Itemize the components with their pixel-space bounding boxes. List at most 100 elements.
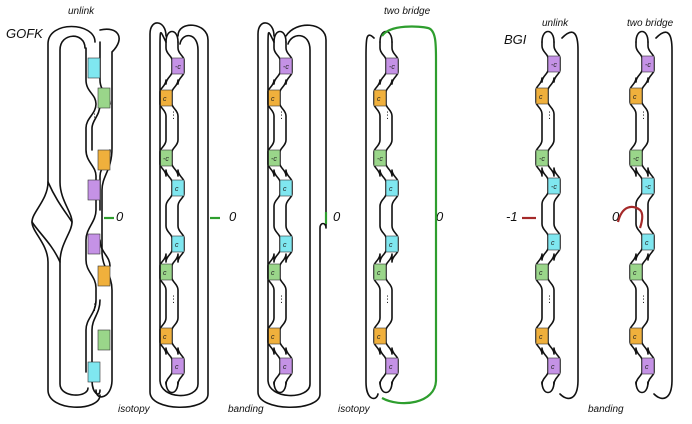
d4-box-label-6: c xyxy=(377,270,381,277)
bgi-two-bridge-label: two bridge xyxy=(627,18,674,29)
b2-right-side xyxy=(641,41,655,385)
d2-dots-1: ⋮ xyxy=(169,111,178,121)
b1-bottom-cap xyxy=(541,381,555,394)
d3-box-8 xyxy=(279,357,293,375)
banding-label-1: banding xyxy=(228,404,264,415)
two-bridge-label: two bridge xyxy=(384,6,431,17)
d2-box-label-6: c xyxy=(163,270,167,277)
isotopy-label-2: isotopy xyxy=(338,404,371,415)
d3-box-label-4: c xyxy=(283,186,287,193)
b2-box-8 xyxy=(641,357,655,375)
d2-box-label-5: c xyxy=(175,242,179,249)
b2-box-label-3: -c xyxy=(633,156,639,163)
d3-box-label-2: c xyxy=(271,96,275,103)
d4-box-6 xyxy=(373,263,387,281)
box-d1-3 xyxy=(97,149,111,171)
d4-box-5 xyxy=(385,235,399,253)
b1-right-strand xyxy=(559,31,579,400)
b1-box-3 xyxy=(535,149,549,167)
b2-top-cap xyxy=(635,30,649,43)
b2-box-label-8: c xyxy=(645,364,649,371)
d4-right-side xyxy=(385,41,399,385)
d3-right-side xyxy=(279,41,293,385)
d4-side-strand xyxy=(365,34,379,400)
d2-box-label-2: c xyxy=(163,96,167,103)
b2-right-strand xyxy=(653,31,673,400)
b1-box-7 xyxy=(535,327,549,345)
d3-box-1 xyxy=(279,57,293,75)
b1-box-4 xyxy=(547,177,561,195)
b1-top-cap xyxy=(541,30,555,43)
box-d1-8 xyxy=(87,361,101,383)
bgi-framing-1: -1 xyxy=(506,209,518,224)
band-red-2 xyxy=(616,205,644,229)
b1-box-label-6: c xyxy=(539,270,543,277)
d3-inner-loop xyxy=(267,31,311,397)
chain-strand-1 xyxy=(85,47,97,373)
d3-left-side xyxy=(267,41,281,385)
cross-strand xyxy=(31,181,73,263)
b2-box-label-4: -c xyxy=(645,184,651,191)
b1-dots-1: ⋮ xyxy=(545,111,554,121)
framing-1: 0 xyxy=(116,209,124,224)
b1-box-label-7: c xyxy=(539,334,543,341)
framing-2: 0 xyxy=(229,209,237,224)
d4-bottom-cap xyxy=(379,381,393,394)
b2-box-label-2: c xyxy=(633,94,637,101)
d4-box-label-2: c xyxy=(377,96,381,103)
d3-outer-loop xyxy=(257,22,327,409)
bgi-banding-label: banding xyxy=(588,404,624,415)
d4-dots-2: ⋮ xyxy=(383,295,392,305)
outer-strand xyxy=(31,25,101,408)
d3-bottom-cap xyxy=(273,381,287,394)
d2-outer-loop xyxy=(149,22,209,409)
dots-d1-1: ⋮ xyxy=(90,113,99,123)
b1-box-label-2: c xyxy=(539,94,543,101)
isotopy-label-1: isotopy xyxy=(118,404,151,415)
b1-left-side xyxy=(535,41,549,385)
b1-dots-2: ⋮ xyxy=(545,295,554,305)
box-d1-1 xyxy=(87,57,101,79)
framing-3: 0 xyxy=(333,209,341,224)
b1-box-2 xyxy=(535,87,549,105)
d2-box-label-1: -c xyxy=(175,64,181,71)
d4-box-label-1: -c xyxy=(389,64,395,71)
d3-dots-1: ⋮ xyxy=(277,111,286,121)
b1-box-label-5: c xyxy=(551,240,555,247)
b1-box-label-1: -c xyxy=(551,62,557,69)
d4-box-label-7: c xyxy=(377,334,381,341)
d2-box-4 xyxy=(171,179,185,197)
d2-dots-2: ⋮ xyxy=(169,295,178,305)
b2-left-side xyxy=(629,41,643,385)
d4-left-side xyxy=(373,41,387,385)
b2-dots-2: ⋮ xyxy=(639,295,648,305)
d2-box-5 xyxy=(171,235,185,253)
b2-dots-1: ⋮ xyxy=(639,111,648,121)
d3-box-label-1: -c xyxy=(283,64,289,71)
box-d1-5 xyxy=(87,233,101,255)
d2-box-8 xyxy=(171,357,185,375)
b2-box-3 xyxy=(629,149,643,167)
box-d1-2 xyxy=(97,87,111,109)
d4-box-label-8: c xyxy=(389,364,393,371)
box-d1-4 xyxy=(87,179,101,201)
b2-box-5 xyxy=(641,233,655,251)
framing-4: 0 xyxy=(436,209,444,224)
box-d1-7 xyxy=(97,329,111,351)
d4-box-4 xyxy=(385,179,399,197)
bgi-title: BGI xyxy=(504,32,527,47)
d3-box-label-3: -c xyxy=(271,156,277,163)
d2-box-label-3: -c xyxy=(163,156,169,163)
bgi-framing-2: 0 xyxy=(612,209,620,224)
d2-top-cap xyxy=(165,30,179,43)
b1-box-8 xyxy=(547,357,561,375)
unlink-label: unlink xyxy=(68,6,95,17)
d2-right-side xyxy=(171,41,185,385)
b1-box-1 xyxy=(547,55,561,73)
b1-box-label-3: -c xyxy=(539,156,545,163)
d4-dots-1: ⋮ xyxy=(383,111,392,121)
d4-box-label-5: c xyxy=(389,242,393,249)
d3-box-label-5: c xyxy=(283,242,287,249)
